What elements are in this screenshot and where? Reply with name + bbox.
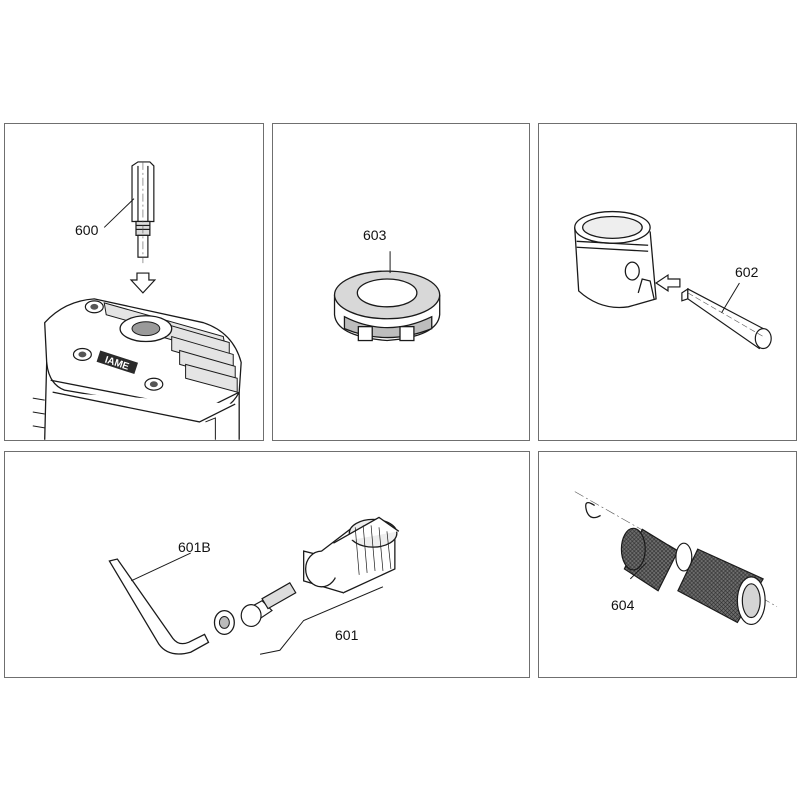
- hex-key-601B: [108, 558, 210, 655]
- callout-600: 600: [75, 222, 99, 238]
- callout-603: 603: [363, 227, 387, 243]
- knurled-tool-panel: 604: [538, 451, 797, 678]
- piston-panel: 602: [538, 123, 797, 441]
- puller-panel: 601B 601: [4, 451, 530, 678]
- piston-602-drawing: [574, 210, 772, 350]
- socket-bolt: [240, 582, 297, 628]
- crank-ring-panel: 603: [272, 123, 530, 441]
- callout-601B: 601B: [178, 539, 211, 555]
- callout-601: 601: [335, 627, 359, 643]
- engine-head-drawing: IAME: [32, 161, 242, 440]
- engine-head-panel: IAME 600: [4, 123, 264, 441]
- puller-601-drawing: [108, 516, 400, 655]
- knurled-604-drawing: [574, 491, 778, 626]
- callout-604: 604: [611, 597, 635, 613]
- circlip: [585, 502, 601, 519]
- insert-arrow: [129, 272, 157, 294]
- callout-602: 602: [735, 264, 759, 280]
- ring-603-drawing: [333, 251, 441, 342]
- insert-arrow-602: [655, 273, 681, 293]
